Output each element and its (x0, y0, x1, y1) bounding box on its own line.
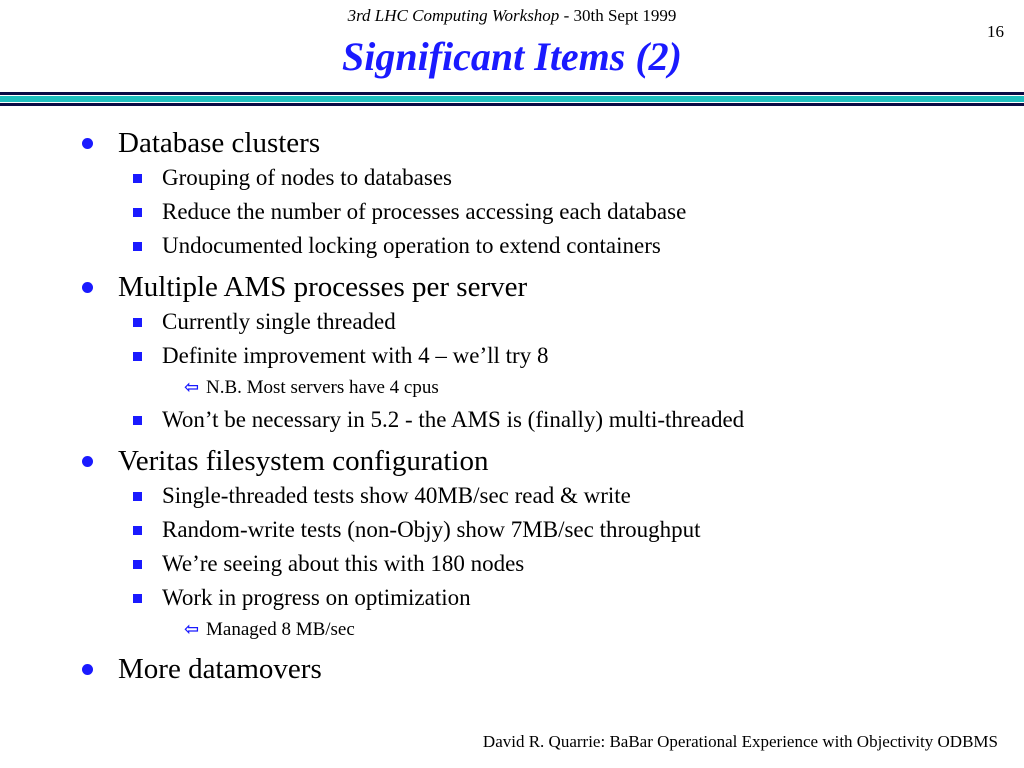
bullet-veritas: Veritas filesystem configuration (78, 443, 1008, 479)
round-bullet-icon (82, 456, 93, 467)
sub-bullet: Reduce the number of processes accessing… (78, 195, 1008, 229)
round-bullet-icon (82, 664, 93, 675)
sub-bullet-text: Undocumented locking operation to extend… (162, 233, 661, 258)
sub-bullet-text: Reduce the number of processes accessing… (162, 199, 687, 224)
bullet-text: Database clusters (118, 127, 321, 159)
bullet-text: Veritas filesystem configuration (118, 445, 489, 477)
bullet-multiple-ams: Multiple AMS processes per server (78, 269, 1008, 305)
note-text: Managed 8 MB/sec (206, 619, 355, 640)
sub-bullet: Grouping of nodes to databases (78, 161, 1008, 195)
bullet-more-datamovers: More datamovers (78, 651, 1008, 687)
square-bullet-icon (133, 416, 142, 425)
title-rule (0, 92, 1024, 106)
sub-bullet: Won’t be necessary in 5.2 - the AMS is (… (78, 403, 1008, 437)
square-bullet-icon (133, 352, 142, 361)
sub-bullet-text: Single-threaded tests show 40MB/sec read… (162, 483, 631, 508)
note-bullet: ⇦ Managed 8 MB/sec (78, 615, 1008, 645)
square-bullet-icon (133, 492, 142, 501)
note-bullet: ⇦ N.B. Most servers have 4 cpus (78, 373, 1008, 403)
sub-bullet: Work in progress on optimization (78, 581, 1008, 615)
note-text: N.B. Most servers have 4 cpus (206, 377, 439, 398)
square-bullet-icon (133, 242, 142, 251)
bullet-database-clusters: Database clusters (78, 125, 1008, 161)
bullet-text: Multiple AMS processes per server (118, 271, 528, 303)
slide-content: Database clusters Grouping of nodes to d… (78, 125, 1008, 687)
slide-title: Significant Items (2) (341, 34, 683, 79)
sub-bullet-text: Grouping of nodes to databases (162, 165, 452, 190)
sub-bullet-text: Work in progress on optimization (162, 585, 471, 610)
square-bullet-icon (133, 208, 142, 217)
arrow-left-icon: ⇦ (184, 619, 200, 640)
header-separator: - (559, 6, 574, 25)
square-bullet-icon (133, 526, 142, 535)
sub-bullet: We’re seeing about this with 180 nodes (78, 547, 1008, 581)
rule-dark-top (0, 92, 1024, 95)
conference-date: 30th Sept 1999 (573, 6, 677, 25)
sub-bullet-text: Random-write tests (non-Objy) show 7MB/s… (162, 517, 701, 542)
sub-bullet: Random-write tests (non-Objy) show 7MB/s… (78, 513, 1008, 547)
page-number: 16 (987, 22, 1004, 41)
sub-bullet: Undocumented locking operation to extend… (78, 229, 1008, 263)
conference-name: 3rd LHC Computing Workshop (347, 6, 560, 25)
arrow-left-icon: ⇦ (184, 377, 200, 398)
round-bullet-icon (82, 282, 93, 293)
sub-bullet-text: We’re seeing about this with 180 nodes (162, 551, 525, 576)
square-bullet-icon (133, 560, 142, 569)
rule-dark-bottom (0, 103, 1024, 106)
square-bullet-icon (133, 174, 142, 183)
round-bullet-icon (82, 138, 93, 149)
sub-bullet: Single-threaded tests show 40MB/sec read… (78, 479, 1008, 513)
sub-bullet-text: Definite improvement with 4 – we’ll try … (162, 343, 549, 368)
slide-header: 3rd LHC Computing Workshop - 30th Sept 1… (0, 6, 1024, 26)
sub-bullet-text: Won’t be necessary in 5.2 - the AMS is (… (162, 407, 745, 432)
bullet-text: More datamovers (118, 653, 322, 685)
square-bullet-icon (133, 318, 142, 327)
square-bullet-icon (133, 594, 142, 603)
sub-bullet-text: Currently single threaded (162, 309, 396, 334)
sub-bullet: Currently single threaded (78, 305, 1008, 339)
sub-bullet: Definite improvement with 4 – we’ll try … (78, 339, 1008, 373)
slide-footer: David R. Quarrie: BaBar Operational Expe… (482, 732, 998, 751)
rule-teal-band (0, 96, 1024, 102)
